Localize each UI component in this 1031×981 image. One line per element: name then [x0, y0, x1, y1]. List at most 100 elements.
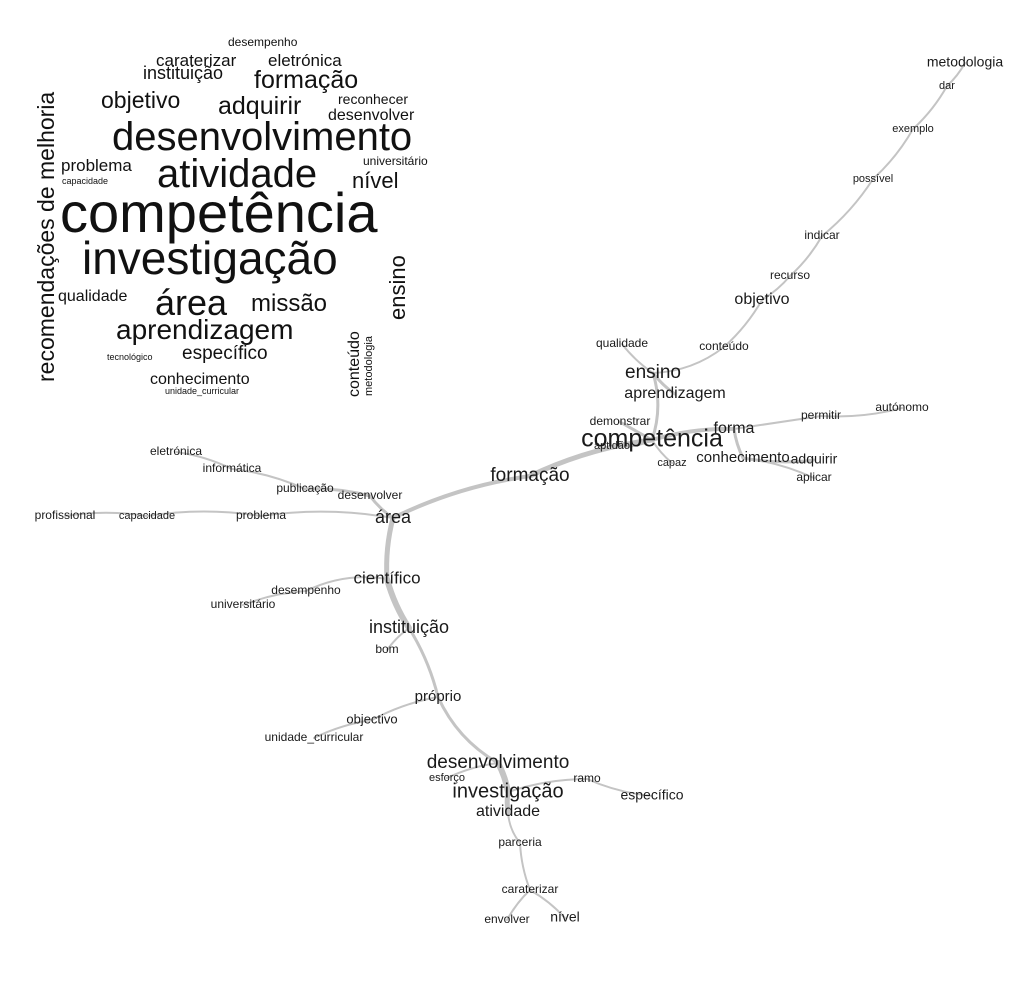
network-graph: competência formação área científico institu… [35, 54, 1004, 926]
edge-conhecimento-aplicar [742, 457, 815, 479]
cloud-word-nivel: nível [352, 168, 398, 193]
node-demonstrar: demonstrar [590, 414, 651, 428]
edge-investigacao-atividade [504, 789, 511, 815]
cloud-word-capacidade: capacidade [62, 176, 108, 186]
cloud-word-especifico: específico [182, 343, 268, 364]
cloud-word-instituicao: instituição [143, 63, 223, 83]
edge-recurso-indicar [789, 235, 823, 277]
edge-conteudo-objetivo [723, 299, 763, 348]
edge-formacao-area [391, 474, 532, 520]
node-proprio: próprio [415, 688, 462, 705]
node-problema: problema [236, 508, 286, 522]
edge-dar-metodologia [946, 62, 966, 87]
edge-caraterizar-nivel [529, 889, 566, 919]
node-unidade-curricular: unidade_curricular [265, 730, 364, 744]
edge-desempenho-universitario [242, 590, 307, 606]
node-especifico: específico [620, 787, 683, 803]
edge-indicar-possivel [821, 178, 874, 237]
cloud-word-missao: missão [251, 290, 327, 317]
node-capacidade: capacidade [119, 510, 175, 522]
node-aptidao: aptidão [594, 440, 630, 452]
node-possivel: possível [853, 173, 893, 185]
cloud-word-formacao: formação [254, 66, 358, 94]
edge-competencia-formacao [527, 437, 655, 479]
edge-forma-conhecimento [732, 427, 745, 460]
node-forma: forma [714, 420, 755, 437]
edge-publicacao-informatica [231, 468, 306, 490]
node-area: área [375, 507, 412, 527]
cloud-word-problema: problema [61, 156, 132, 175]
cloud-word-objetivo: objetivo [101, 87, 180, 113]
edge-caraterizar-envolver [506, 889, 531, 921]
edge-capacidade-profissional [64, 511, 148, 517]
node-exemplo: exemplo [892, 123, 934, 135]
node-recurso: recurso [770, 268, 810, 282]
node-qualidade: qualidade [596, 336, 648, 350]
node-capaz: capaz [657, 457, 686, 469]
cloud-word-ensino: ensino [385, 255, 410, 320]
node-autonomo: autónomo [875, 400, 929, 414]
cloud-word-eletronica: eletrónica [268, 51, 342, 70]
edge-problema-capacidade [146, 510, 262, 517]
cloud-word-desenvolver: desenvolver [328, 107, 415, 124]
cloud-word-tecnologico: tecnológico [107, 352, 153, 362]
node-objetivo: objetivo [734, 291, 789, 308]
cloud-word-reconhecer: reconhecer [338, 91, 408, 107]
edge-competencia-forma [650, 426, 736, 442]
node-aplicar: aplicar [796, 470, 831, 484]
edge-ramo-especifico [586, 778, 653, 797]
node-formacao: formação [490, 465, 569, 486]
edge-competencia-capaz [651, 439, 673, 464]
edge-area-problema [260, 510, 394, 519]
cloud-word-metodologia: metodologia [363, 335, 375, 396]
node-nivel: nível [550, 909, 580, 925]
node-esforco: esforço [429, 772, 465, 784]
edge-cientifico-desempenho [305, 576, 388, 592]
edge-ensino-qualidade [621, 343, 654, 374]
node-eletronica: eletrónica [150, 444, 202, 458]
cloud-word-adquirir: adquirir [218, 92, 301, 120]
edge-forma-permitir [733, 415, 822, 430]
node-conhecimento: conhecimento [696, 449, 789, 466]
edge-ensino-conteudo [652, 346, 725, 374]
word-cloud-title: recomendações de melhoria [33, 92, 59, 382]
word-cloud: recomendações de melhoria competênciainv… [33, 35, 428, 397]
node-instituicao: instituição [369, 617, 449, 637]
edge-competencia-aptidao [611, 439, 653, 448]
edge-objetivo-recurso [761, 275, 791, 301]
edge-instituicao-bom [386, 627, 410, 651]
node-cientifico: científico [353, 568, 420, 587]
node-ramo: ramo [573, 771, 601, 785]
edge-competencia-demonstrar [618, 420, 654, 442]
node-ensino: ensino [625, 362, 681, 383]
node-adquirir: adquirir [791, 451, 838, 467]
node-parceria: parceria [498, 835, 542, 849]
edge-objectivo-unidade-curricular [313, 719, 373, 739]
edge-ensino-aprendizagem [651, 371, 677, 396]
edge-parceria-caraterizar [519, 842, 531, 891]
node-dar: dar [939, 80, 955, 92]
edge-proprio-objectivo [371, 696, 439, 721]
edge-desenvolvimento-investigacao [495, 760, 511, 795]
node-competencia: competência [581, 425, 723, 453]
node-universitario: universitário [211, 597, 276, 611]
cloud-word-caraterizar: caraterizar [156, 51, 237, 70]
cloud-word-investigacao: investigação [82, 232, 338, 284]
edge-proprio-desenvolvimento [436, 695, 500, 765]
node-permitir: permitir [801, 408, 841, 422]
node-desempenho: desempenho [271, 583, 341, 597]
cloud-word-area: área [155, 282, 228, 323]
edge-cientifico-instituicao [384, 576, 412, 631]
cloud-word-desempenho: desempenho [228, 35, 298, 49]
cloud-word-desenvolvimento: desenvolvimento [112, 115, 412, 159]
edge-atividade-parceria [507, 811, 521, 844]
edge-exemplo-dar [912, 85, 948, 130]
node-investigacao: investigação [452, 780, 563, 802]
cloud-word-competencia: competência [60, 181, 378, 244]
cloud-word-aprendizagem: aprendizagem [116, 314, 293, 345]
edge-permitir-autonomo [820, 407, 903, 418]
node-objectivo: objectivo [346, 711, 397, 726]
node-desenvolvimento: desenvolvimento [427, 752, 570, 773]
node-conteudo: conteúdo [699, 339, 749, 353]
